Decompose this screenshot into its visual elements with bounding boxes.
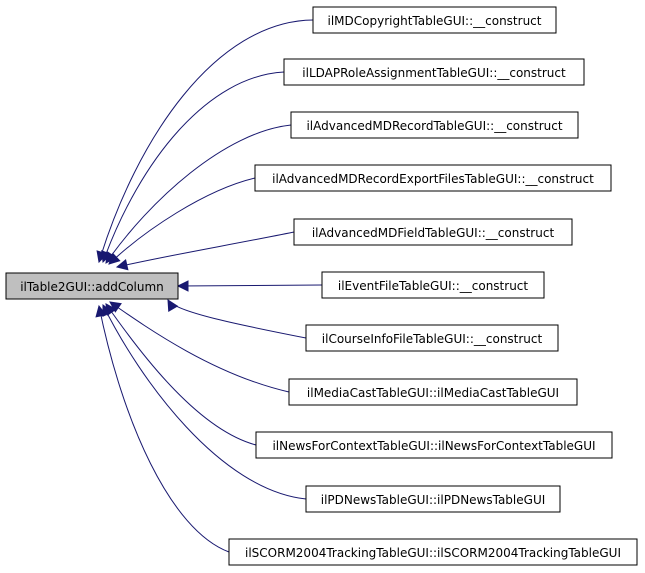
caller-node-label: ilMediaCastTableGUI::ilMediaCastTableGUI bbox=[307, 386, 559, 400]
caller-node-label: ilCourseInfoFileTableGUI::__construct bbox=[322, 332, 543, 346]
caller-node-media-cast[interactable]: ilMediaCastTableGUI::ilMediaCastTableGUI bbox=[288, 378, 578, 406]
call-edge bbox=[105, 124, 292, 264]
call-edge bbox=[167, 299, 307, 339]
caller-node-label: ilMDCopyrightTableGUI::__construct bbox=[328, 14, 542, 28]
edge-layer bbox=[95, 19, 323, 553]
arrowhead bbox=[109, 301, 122, 313]
caller-node-label: ilSCORM2004TrackingTableGUI::ilSCORM2004… bbox=[245, 546, 621, 560]
caller-node-advanced-md-record[interactable]: ilAdvancedMDRecordTableGUI::__construct bbox=[290, 111, 579, 139]
call-edge bbox=[102, 304, 307, 500]
call-edge bbox=[105, 303, 257, 446]
focus-node[interactable]: ilTable2GUI::addColumn bbox=[5, 272, 179, 300]
caller-node-ldap-role-assignment[interactable]: ilLDAPRoleAssignmentTableGUI::__construc… bbox=[283, 58, 585, 86]
caller-node-pd-news[interactable]: ilPDNewsTableGUI::ilPDNewsTableGUI bbox=[305, 485, 561, 513]
caller-node-advanced-md-record-export-files[interactable]: ilAdvancedMDRecordExportFilesTableGUI::_… bbox=[254, 164, 612, 192]
caller-node-news-for-context[interactable]: ilNewsForContextTableGUI::ilNewsForConte… bbox=[255, 431, 613, 459]
call-edge bbox=[177, 284, 323, 287]
caller-node-label: ilPDNewsTableGUI::ilPDNewsTableGUI bbox=[321, 493, 546, 507]
caller-node-label: ilNewsForContextTableGUI::ilNewsForConte… bbox=[272, 439, 595, 453]
caller-node-course-info-file[interactable]: ilCourseInfoFileTableGUI::__construct bbox=[305, 324, 559, 352]
arrowhead bbox=[95, 304, 107, 318]
arrowhead bbox=[167, 299, 179, 312]
call-edge bbox=[109, 301, 290, 393]
caller-node-label: ilLDAPRoleAssignmentTableGUI::__construc… bbox=[302, 66, 566, 80]
arrowhead bbox=[108, 252, 121, 265]
caller-node-scorm2004-tracking[interactable]: ilSCORM2004TrackingTableGUI::ilSCORM2004… bbox=[228, 538, 638, 566]
call-edge bbox=[102, 71, 285, 263]
arrowhead bbox=[115, 259, 129, 271]
arrowhead bbox=[176, 280, 189, 292]
caller-node-label: ilAdvancedMDFieldTableGUI::__construct bbox=[312, 226, 555, 240]
caller-node-md-copyright[interactable]: ilMDCopyrightTableGUI::__construct bbox=[312, 6, 557, 34]
caller-node-label: ilAdvancedMDRecordExportFilesTableGUI::_… bbox=[272, 172, 594, 186]
caller-node-advanced-md-field[interactable]: ilAdvancedMDFieldTableGUI::__construct bbox=[293, 218, 573, 246]
call-edge bbox=[116, 231, 295, 268]
call-edge bbox=[108, 177, 256, 265]
call-edge bbox=[98, 305, 230, 553]
focus-node-label: ilTable2GUI::addColumn bbox=[20, 280, 164, 294]
caller-node-label: ilAdvancedMDRecordTableGUI::__construct bbox=[306, 119, 562, 133]
call-edge bbox=[98, 19, 314, 263]
caller-node-event-file[interactable]: ilEventFileTableGUI::__construct bbox=[321, 271, 545, 299]
caller-node-label: ilEventFileTableGUI::__construct bbox=[338, 279, 529, 293]
